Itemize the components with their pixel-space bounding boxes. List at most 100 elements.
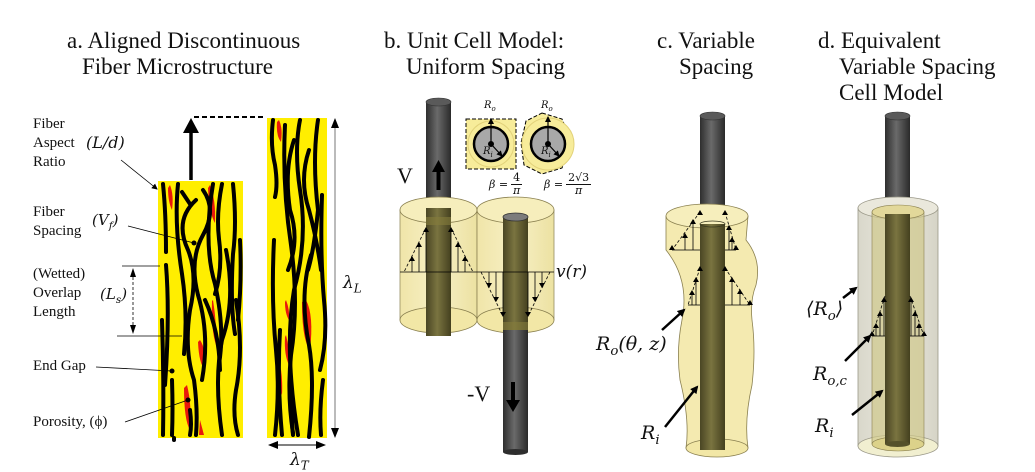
fiber-spacing-label-line1: Fiber xyxy=(33,204,65,220)
hex-Ri-main: R xyxy=(541,146,549,157)
lambda-T-label: λT xyxy=(290,450,309,472)
beta-hex-formula: β = 2√3 π xyxy=(544,171,592,197)
Ri-c-label: Ri xyxy=(641,422,660,448)
panel-d-title-line1: d. Equivalent xyxy=(818,28,941,53)
overlap-length-label: (Wetted) Overlap Length xyxy=(33,265,85,322)
fiber-rod-up xyxy=(426,102,451,210)
panel-a-annotations xyxy=(95,116,339,449)
overlap-label-line2: Overlap xyxy=(33,285,82,301)
lambda-T-sub: T xyxy=(300,458,309,472)
Roc-arrow xyxy=(844,334,872,362)
square-Ri-main: R xyxy=(483,146,491,157)
porosity-label: Porosity, (ϕ) xyxy=(33,414,108,430)
Ri-d-main: R xyxy=(815,415,830,437)
porosity-leader xyxy=(124,399,189,423)
beta-square-denominator: π xyxy=(512,184,521,197)
velocity-profile-label: v(r) xyxy=(556,262,587,282)
panel-a-title-line2: Fiber Microstructure xyxy=(82,54,273,79)
lambda-L-label: λL xyxy=(343,273,362,295)
fiber-spacing-label: Fiber Spacing xyxy=(33,203,81,241)
beta-hex-numerator: 2√3 xyxy=(566,171,592,185)
fiber-spacing-symbol: (Vf) xyxy=(92,211,119,232)
overlap-length-symbol: (Ls) xyxy=(100,285,128,306)
square-Ri-label: Ri xyxy=(483,146,493,159)
hex-Ro-main: R xyxy=(541,100,549,111)
fiber-spacing-symbol-sub: f xyxy=(108,220,113,232)
Roc-label: Ro,c xyxy=(813,363,847,389)
Ro-theta-z-sub: o xyxy=(610,343,619,359)
Ri-c-main: R xyxy=(641,422,656,444)
square-Ri-sub: i xyxy=(490,151,493,159)
overlap-symbol-sub: s xyxy=(115,294,122,306)
aspect-ratio-label-line3: Ratio xyxy=(33,154,66,170)
Ri-c-arrow xyxy=(664,385,699,428)
fiber-rod-down xyxy=(503,330,528,452)
Roc-main: R xyxy=(813,363,828,385)
Ri-c-sub: i xyxy=(655,432,660,448)
Ro-mean-arrow xyxy=(842,286,858,299)
aspect-ratio-symbol: (L/d) xyxy=(86,133,125,152)
velocity-profile-left xyxy=(400,227,477,273)
Ro-theta-z-args: (θ, z) xyxy=(618,333,667,355)
Ro-theta-z-label: Ro(θ, z) xyxy=(596,333,667,359)
beta-hex-lhs: β = xyxy=(544,178,564,191)
hex-Ri-label: Ri xyxy=(541,146,551,159)
beta-hex-denominator: π xyxy=(574,184,583,197)
microstructure-strip-left xyxy=(158,181,243,442)
beta-square-formula: β = 4 π xyxy=(489,172,523,197)
panel-b-title-line1: b. Unit Cell Model: xyxy=(384,28,565,53)
panel-a-title-line1: a. Aligned Discontinuous xyxy=(67,28,301,53)
beta-square-lhs: β = xyxy=(489,178,509,191)
panel-c-variable-cell xyxy=(661,111,759,458)
panel-c-title: c. Variable Spacing xyxy=(657,28,755,80)
panel-c-title-line2: Spacing xyxy=(679,54,754,79)
rve-fiber-bundle xyxy=(269,118,328,439)
panel-d-equivalent-cell xyxy=(842,111,939,458)
fiber-rod-down-inside-cell xyxy=(503,217,528,330)
hexagonal-packing-inset xyxy=(520,112,575,175)
end-gap-label: End Gap xyxy=(33,358,86,374)
Ro-theta-z-main: R xyxy=(596,333,611,355)
square-packing-inset xyxy=(465,118,517,170)
aspect-ratio-label-line2: Aspect xyxy=(33,135,75,151)
fiber-spacing-leader xyxy=(127,225,195,244)
fiber-rod-d-inside xyxy=(885,214,910,444)
velocity-down-label: -V xyxy=(467,381,491,406)
extraction-arrowhead xyxy=(183,118,199,133)
fiber-bundle xyxy=(160,182,243,442)
Ri-d-arrow xyxy=(851,389,884,416)
Ri-d-sub: i xyxy=(829,425,834,441)
Ro-theta-z-arrow xyxy=(661,308,686,331)
velocity-up-label: V xyxy=(397,163,413,188)
hex-Ro-label: Ro xyxy=(541,100,553,113)
square-Ro-main: R xyxy=(484,100,492,111)
fiber-spacing-symbol-main: (V xyxy=(92,211,109,229)
microstructure-strip-right xyxy=(267,118,328,439)
panel-d-title-line3: Cell Model xyxy=(839,80,944,105)
panel-b-title: b. Unit Cell Model: Uniform Spacing xyxy=(384,28,565,80)
Ro-mean-sub: o xyxy=(827,308,836,324)
panel-c-title-line1: c. Variable xyxy=(657,28,755,53)
velocity-profile-right xyxy=(477,271,554,317)
overlap-label-line1: (Wetted) xyxy=(33,266,86,282)
lambda-L-main: λ xyxy=(343,273,354,293)
hex-Ri-sub: i xyxy=(548,151,551,159)
end-gap-leader xyxy=(95,366,173,372)
aspect-ratio-leader xyxy=(120,159,158,190)
aspect-ratio-label-line1: Fiber xyxy=(33,116,65,132)
square-Ro-sub: o xyxy=(491,105,496,113)
fiber-rod-c-inside xyxy=(700,224,725,450)
panel-b-unit-cell xyxy=(399,97,575,455)
velocity-profile-c xyxy=(671,211,751,306)
panel-d-title-line2: Variable Spacing xyxy=(839,54,996,79)
Ro-mean-label: ⟨Ro⟩ xyxy=(806,298,843,324)
overlap-label-line3: Length xyxy=(33,304,76,320)
lambda-T-main: λ xyxy=(290,450,301,470)
aspect-ratio-label: Fiber Aspect Ratio xyxy=(33,115,75,172)
Ro-mean-close: ⟩ xyxy=(835,298,844,320)
panel-a-title: a. Aligned Discontinuous Fiber Microstru… xyxy=(67,28,300,80)
square-Ro-label: Ro xyxy=(484,100,496,113)
fiber-spacing-label-line2: Spacing xyxy=(33,223,82,239)
Ro-mean-open: ⟨R xyxy=(806,298,828,320)
